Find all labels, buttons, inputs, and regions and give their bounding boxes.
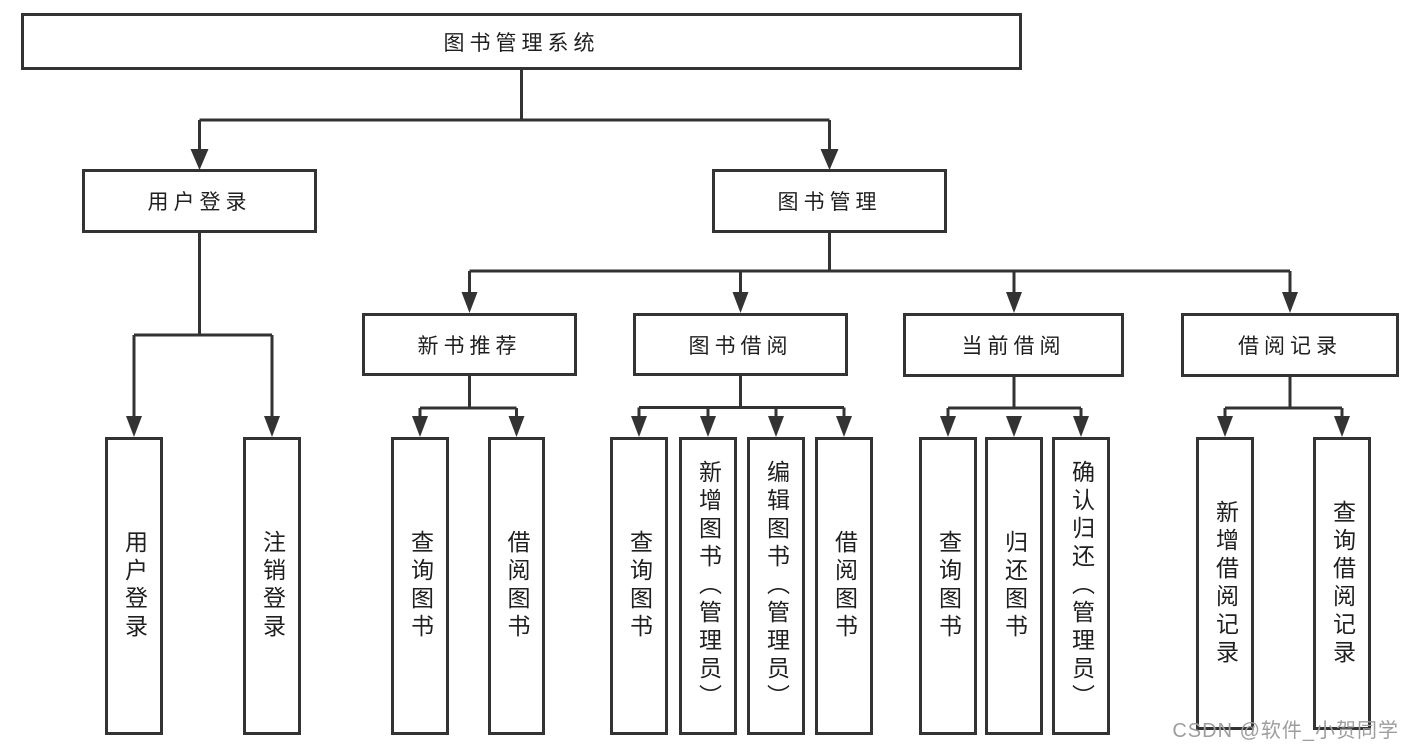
node-user-login-leaf: 用户登录 bbox=[105, 437, 163, 735]
node-confirm-return-admin: 确认归还（管理员） bbox=[1052, 437, 1110, 735]
node-add-books-admin: 新增图书（管理员） bbox=[679, 437, 737, 735]
node-return-books: 归还图书 bbox=[985, 437, 1043, 735]
node-logout: 注销登录 bbox=[243, 437, 301, 735]
node-borrow-books-borrowing: 借阅图书 bbox=[815, 437, 873, 735]
node-query-books-borrowing: 查询图书 bbox=[610, 437, 668, 735]
node-query-books-recommend: 查询图书 bbox=[391, 437, 449, 735]
watermark-text: CSDN @软件_小贺同学 bbox=[1172, 720, 1399, 742]
node-library-management-system: 图书管理系统 bbox=[21, 13, 1022, 70]
node-query-borrow-record: 查询借阅记录 bbox=[1313, 437, 1371, 730]
arrowhead-icons bbox=[126, 149, 1350, 437]
node-book-management: 图书管理 bbox=[712, 169, 947, 233]
node-user-login: 用户登录 bbox=[82, 169, 317, 233]
node-borrow-books-recommend: 借阅图书 bbox=[488, 437, 545, 735]
node-book-borrowing: 图书借阅 bbox=[633, 313, 848, 376]
node-borrowing-records: 借阅记录 bbox=[1181, 313, 1399, 377]
node-new-book-recommendation: 新书推荐 bbox=[362, 313, 577, 376]
node-query-books-current: 查询图书 bbox=[919, 437, 977, 735]
node-add-borrow-record: 新增借阅记录 bbox=[1196, 437, 1254, 730]
node-current-borrowing: 当前借阅 bbox=[903, 313, 1124, 377]
node-edit-books-admin: 编辑图书（管理员） bbox=[747, 437, 805, 735]
